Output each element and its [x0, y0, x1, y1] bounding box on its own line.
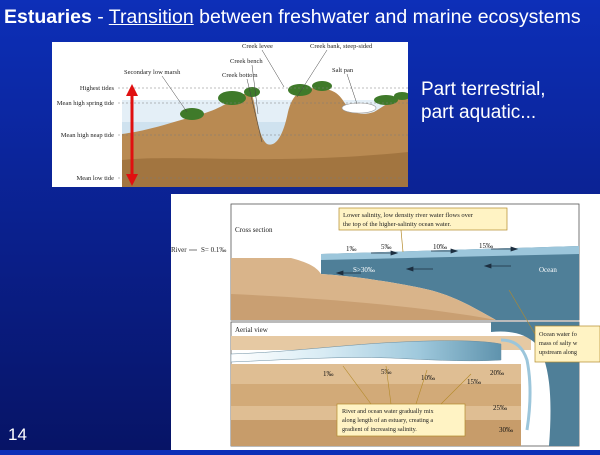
level-highest-tides: Highest tides [80, 85, 115, 92]
label-creek-bottom: Creek bottom [222, 72, 258, 79]
label-secondary-low-marsh: Secondary low marsh [124, 69, 181, 76]
estuary-diagram: Cross section River S= 0.1‰ 1‰ 5‰ 10‰ 15… [171, 203, 600, 447]
tidal-range-arrow [126, 84, 138, 186]
salt-marsh-figure: Highest tides Mean high spring tide Mean… [52, 42, 410, 187]
top-salinity-3: 10‰ [433, 243, 447, 251]
label-creek-levee: Creek levee [242, 43, 273, 50]
top-salinity-2: 5‰ [381, 243, 392, 251]
aerial-salinity-1: 1‰ [323, 370, 334, 378]
side-caption-line-1: Part terrestrial, [421, 79, 546, 100]
aerial-salinity-7: 30‰ [499, 426, 513, 434]
cross-section-sea [321, 246, 579, 320]
callout-top-line-1: Lower salinity, low density river water … [343, 212, 474, 219]
salt-marsh-diagram: Highest tides Mean high spring tide Mean… [57, 43, 410, 187]
side-caption: Part terrestrial, part aquatic... [421, 78, 546, 124]
callout-right [534, 325, 600, 363]
aerial-salinity-2: 5‰ [381, 368, 392, 376]
salt-pan-shape [341, 102, 377, 114]
deep-salinity: S>30‰ [353, 266, 375, 274]
callout-bottom [336, 403, 466, 437]
label-creek-bank: Creek bank, steep-sided [310, 43, 373, 50]
label-creek-bench: Creek bench [230, 58, 263, 65]
title-separator: - [91, 6, 109, 28]
level-neap-tide: Mean high neap tide [61, 132, 114, 139]
aerial-salinity-5: 20‰ [490, 369, 504, 377]
top-salinity-4: 15‰ [479, 242, 493, 250]
callout-bottom-line-3: gradient of increasing salinity. [342, 426, 417, 433]
aerial-salinity-4: 15‰ [467, 378, 481, 386]
side-caption-line-2: part aquatic... [421, 102, 537, 123]
callout-right-line-1: Ocean water fo [539, 331, 577, 338]
aerial-salinity-6: 25‰ [493, 404, 507, 412]
estuary-figure: Cross section River S= 0.1‰ 1‰ 5‰ 10‰ 15… [171, 194, 600, 450]
slide-number: 14 [8, 425, 27, 444]
cross-section-label: Cross section [235, 226, 273, 234]
flow-arrows [335, 246, 519, 276]
callout-bottom-line-2: along length of an estuary, creating a [342, 417, 433, 424]
aerial-view-label: Aerial view [235, 326, 269, 334]
title-rest: between freshwater and marine ecosystems [193, 6, 581, 28]
slide-title: Estuaries - Transition between freshwate… [4, 6, 600, 29]
river-salinity: S= 0.1‰ [201, 246, 226, 254]
marsh-vegetation [180, 81, 410, 120]
aerial-salinity-3: 10‰ [421, 374, 435, 382]
label-salt-pan: Salt pan [332, 67, 354, 74]
ocean-label: Ocean [539, 266, 557, 274]
title-underlined: Transition [108, 6, 194, 28]
title-bold: Estuaries [4, 6, 92, 28]
estuary-channel [230, 340, 502, 363]
top-salinity-1: 1‰ [346, 245, 357, 253]
callout-right-line-3: upstream along [539, 349, 577, 356]
callout-top [338, 207, 508, 231]
level-spring-tide: Mean high spring tide [57, 100, 114, 107]
river-label: River [171, 246, 187, 254]
level-low-tide: Mean low tide [76, 175, 114, 182]
callout-right-line-2: mass of salty w [539, 340, 578, 347]
callout-bottom-line-1: River and ocean water gradually mix [342, 408, 434, 415]
callout-top-line-2: the top of the higher-salinity ocean wat… [343, 221, 451, 228]
